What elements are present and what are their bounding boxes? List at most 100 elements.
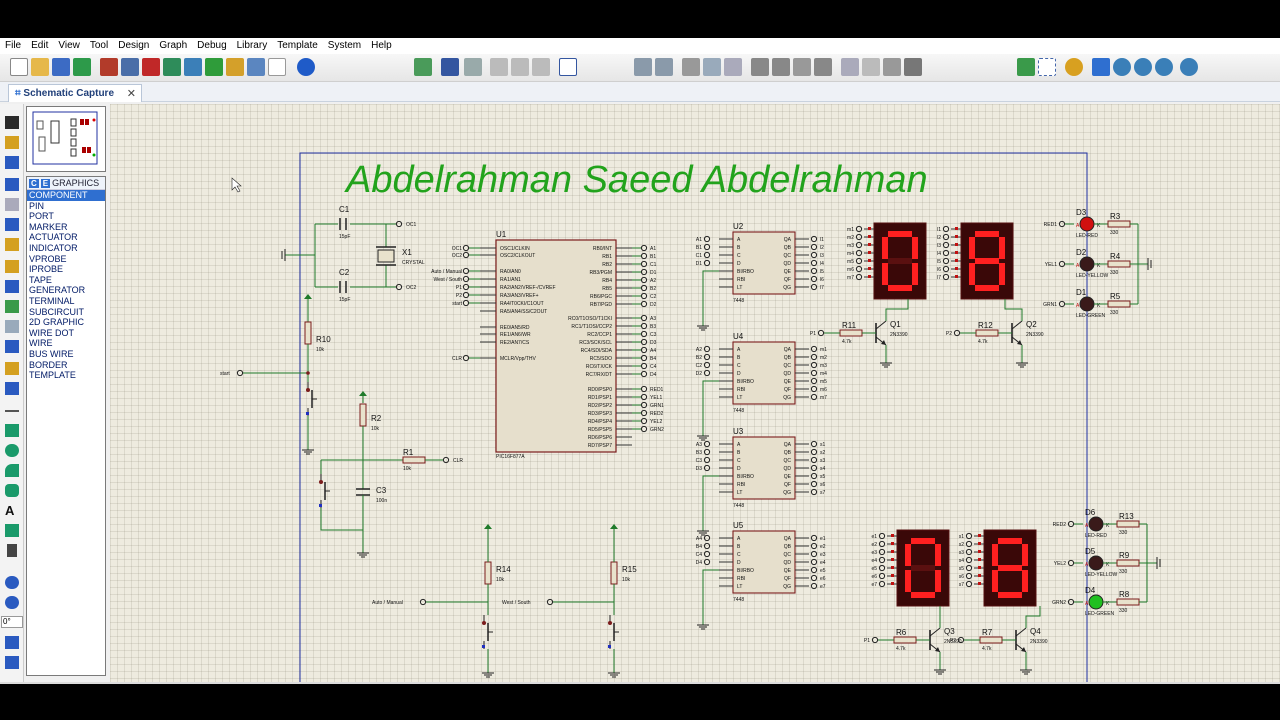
instrument-icon[interactable] [5, 382, 19, 395]
refresh-icon[interactable] [414, 58, 432, 76]
text-script-icon[interactable] [5, 198, 19, 211]
menu-item-file[interactable]: File [5, 40, 22, 51]
object-item-2d-graphic[interactable]: 2D GRAPHIC [29, 317, 85, 328]
redo-icon[interactable] [655, 58, 673, 76]
object-item-indicator[interactable]: INDICATOR [29, 242, 78, 253]
menu-item-template[interactable]: Template [277, 40, 318, 51]
object-item-generator[interactable]: GENERATOR [29, 285, 86, 296]
open-folder-icon[interactable] [31, 58, 49, 76]
pcb-icon[interactable] [142, 58, 160, 76]
zoom-area-icon[interactable] [1180, 58, 1198, 76]
object-item-template[interactable]: TEMPLATE [29, 370, 76, 381]
symbol-icon[interactable] [5, 524, 19, 537]
redraw-icon[interactable] [1017, 58, 1035, 76]
object-item-vprobe[interactable]: VPROBE [29, 253, 67, 264]
line-icon[interactable] [5, 410, 19, 412]
design-explorer-icon[interactable] [247, 58, 265, 76]
tape-icon[interactable] [5, 320, 19, 333]
menu-item-graph[interactable]: Graph [159, 40, 188, 51]
object-item-marker[interactable]: MARKER [29, 221, 68, 232]
component-mode-icon[interactable] [5, 136, 19, 149]
bus-icon[interactable] [5, 218, 19, 231]
object-item-port[interactable]: PORT [29, 211, 54, 222]
menu-item-tool[interactable]: Tool [89, 40, 109, 51]
object-item-wire[interactable]: WIRE [29, 338, 53, 349]
rotation-field[interactable]: 0° [1, 616, 23, 628]
overview-preview[interactable] [26, 106, 106, 172]
help-icon[interactable] [297, 58, 315, 76]
package-tool-icon[interactable] [883, 58, 901, 76]
selection-mode-icon[interactable] [5, 116, 19, 129]
import-icon[interactable] [73, 58, 91, 76]
gerber-icon[interactable] [205, 58, 223, 76]
object-item-component[interactable]: COMPONENT [27, 190, 105, 201]
cut-icon[interactable] [682, 58, 700, 76]
path-icon[interactable] [5, 484, 19, 497]
mirror-vertical-icon[interactable] [5, 656, 19, 669]
menu-item-system[interactable]: System [327, 40, 362, 51]
object-item-terminal[interactable]: TERMINAL [29, 295, 75, 306]
add-sheet-icon[interactable] [490, 58, 508, 76]
zoom-out-icon[interactable] [1134, 58, 1152, 76]
wire-label-icon[interactable] [5, 178, 19, 191]
notes-icon[interactable] [268, 58, 286, 76]
mode-e-button[interactable]: E [40, 179, 51, 188]
home-icon[interactable] [100, 58, 118, 76]
rotate-cw-icon[interactable] [5, 576, 19, 589]
tab-schematic-capture[interactable]: ⌗ Schematic Capture ✕ [8, 84, 142, 102]
menu-item-debug[interactable]: Debug [197, 40, 227, 51]
pan-icon[interactable] [1092, 58, 1110, 76]
device-pins-icon[interactable] [5, 280, 19, 293]
object-item-wire-dot[interactable]: WIRE DOT [29, 327, 74, 338]
paste-icon[interactable] [724, 58, 742, 76]
menu-item-edit[interactable]: Edit [31, 40, 49, 51]
3d-icon[interactable] [184, 58, 202, 76]
zoom-all-icon[interactable] [1155, 58, 1173, 76]
object-item-subcircuit[interactable]: SUBCIRCUIT [29, 306, 85, 317]
mode-c-button[interactable]: C [29, 179, 39, 188]
box-icon[interactable] [5, 424, 19, 437]
rotate-ccw-icon[interactable] [5, 596, 19, 609]
save-icon[interactable] [52, 58, 70, 76]
new-file-icon[interactable] [10, 58, 28, 76]
mirror-horizontal-icon[interactable] [5, 636, 19, 649]
menu-item-design[interactable]: Design [118, 40, 150, 51]
menu-item-view[interactable]: View [58, 40, 80, 51]
probe-icon[interactable] [5, 362, 19, 375]
simulation-icon[interactable] [163, 58, 181, 76]
generator-icon[interactable] [5, 340, 19, 353]
marker-icon[interactable] [7, 544, 17, 557]
parent-sheet-icon[interactable] [532, 58, 550, 76]
object-item-bus-wire[interactable]: BUS WIRE [29, 348, 74, 359]
block-delete-icon[interactable] [814, 58, 832, 76]
object-item-actuator[interactable]: ACTUATOR [29, 232, 78, 243]
junction-dot-icon[interactable] [5, 156, 19, 169]
object-item-border[interactable]: BORDER [29, 359, 68, 370]
edit-icon[interactable] [559, 58, 577, 76]
bom-icon[interactable] [226, 58, 244, 76]
menu-item-help[interactable]: Help [371, 40, 392, 51]
schematic-icon[interactable] [121, 58, 139, 76]
circle-icon[interactable] [5, 444, 19, 457]
object-item-tape[interactable]: TAPE [29, 274, 52, 285]
pick-parts-icon[interactable] [841, 58, 859, 76]
menu-item-library[interactable]: Library [236, 40, 268, 51]
object-item-pin[interactable]: PIN [29, 200, 45, 211]
binoculars-icon[interactable] [441, 58, 459, 76]
block-rotate-icon[interactable] [793, 58, 811, 76]
grid-icon[interactable] [1038, 58, 1056, 76]
block-copy-icon[interactable] [751, 58, 769, 76]
make-device-icon[interactable] [862, 58, 880, 76]
close-tab-icon[interactable]: ✕ [126, 88, 136, 100]
decompose-icon[interactable] [904, 58, 922, 76]
tools-icon[interactable] [464, 58, 482, 76]
terminals-icon[interactable] [5, 260, 19, 273]
object-item-iprobe[interactable]: IPROBE [29, 264, 64, 275]
delete-sheet-icon[interactable] [511, 58, 529, 76]
arc-icon[interactable] [5, 464, 19, 477]
block-move-icon[interactable] [772, 58, 790, 76]
origin-icon[interactable] [1065, 58, 1083, 76]
copy-icon[interactable] [703, 58, 721, 76]
subcircuit-icon[interactable] [5, 238, 19, 251]
